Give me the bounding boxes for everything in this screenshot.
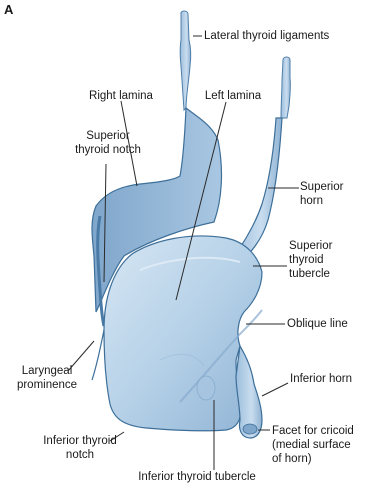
left-lateral-thyroid-ligament [281,57,290,118]
label-inferior-horn: Inferior horn [290,372,352,386]
label-facet-for-cricoid: Facet for cricoid (medial surface of hor… [272,424,354,466]
laryngeal-prominence-edge [92,330,104,380]
label-inferior-thyroid-notch: Inferior thyroid notch [32,434,128,462]
inferior-thyroid-tubercle-mark [197,376,215,400]
right-lateral-thyroid-ligament [180,11,190,110]
label-superior-horn: Superior horn [300,180,343,208]
label-oblique-line: Oblique line [287,317,348,331]
label-lateral-thyroid-ligaments: Lateral thyroid ligaments [204,29,329,43]
leader-inferior-horn [262,383,288,396]
label-superior-thyroid-notch: Superior thyroid notch [66,129,150,157]
label-right-lamina: Right lamina [78,89,164,103]
superior-horn [230,118,282,262]
label-superior-thyroid-tubercle: Superior thyroid tubercle [289,239,332,281]
panel-letter: A [4,2,13,17]
label-inferior-thyroid-tubercle: Inferior thyroid tubercle [122,470,272,484]
label-laryngeal-prominence: Laryngeal prominence [10,364,84,392]
label-left-lamina: Left lamina [198,89,268,103]
cricoid-facet [243,424,257,434]
